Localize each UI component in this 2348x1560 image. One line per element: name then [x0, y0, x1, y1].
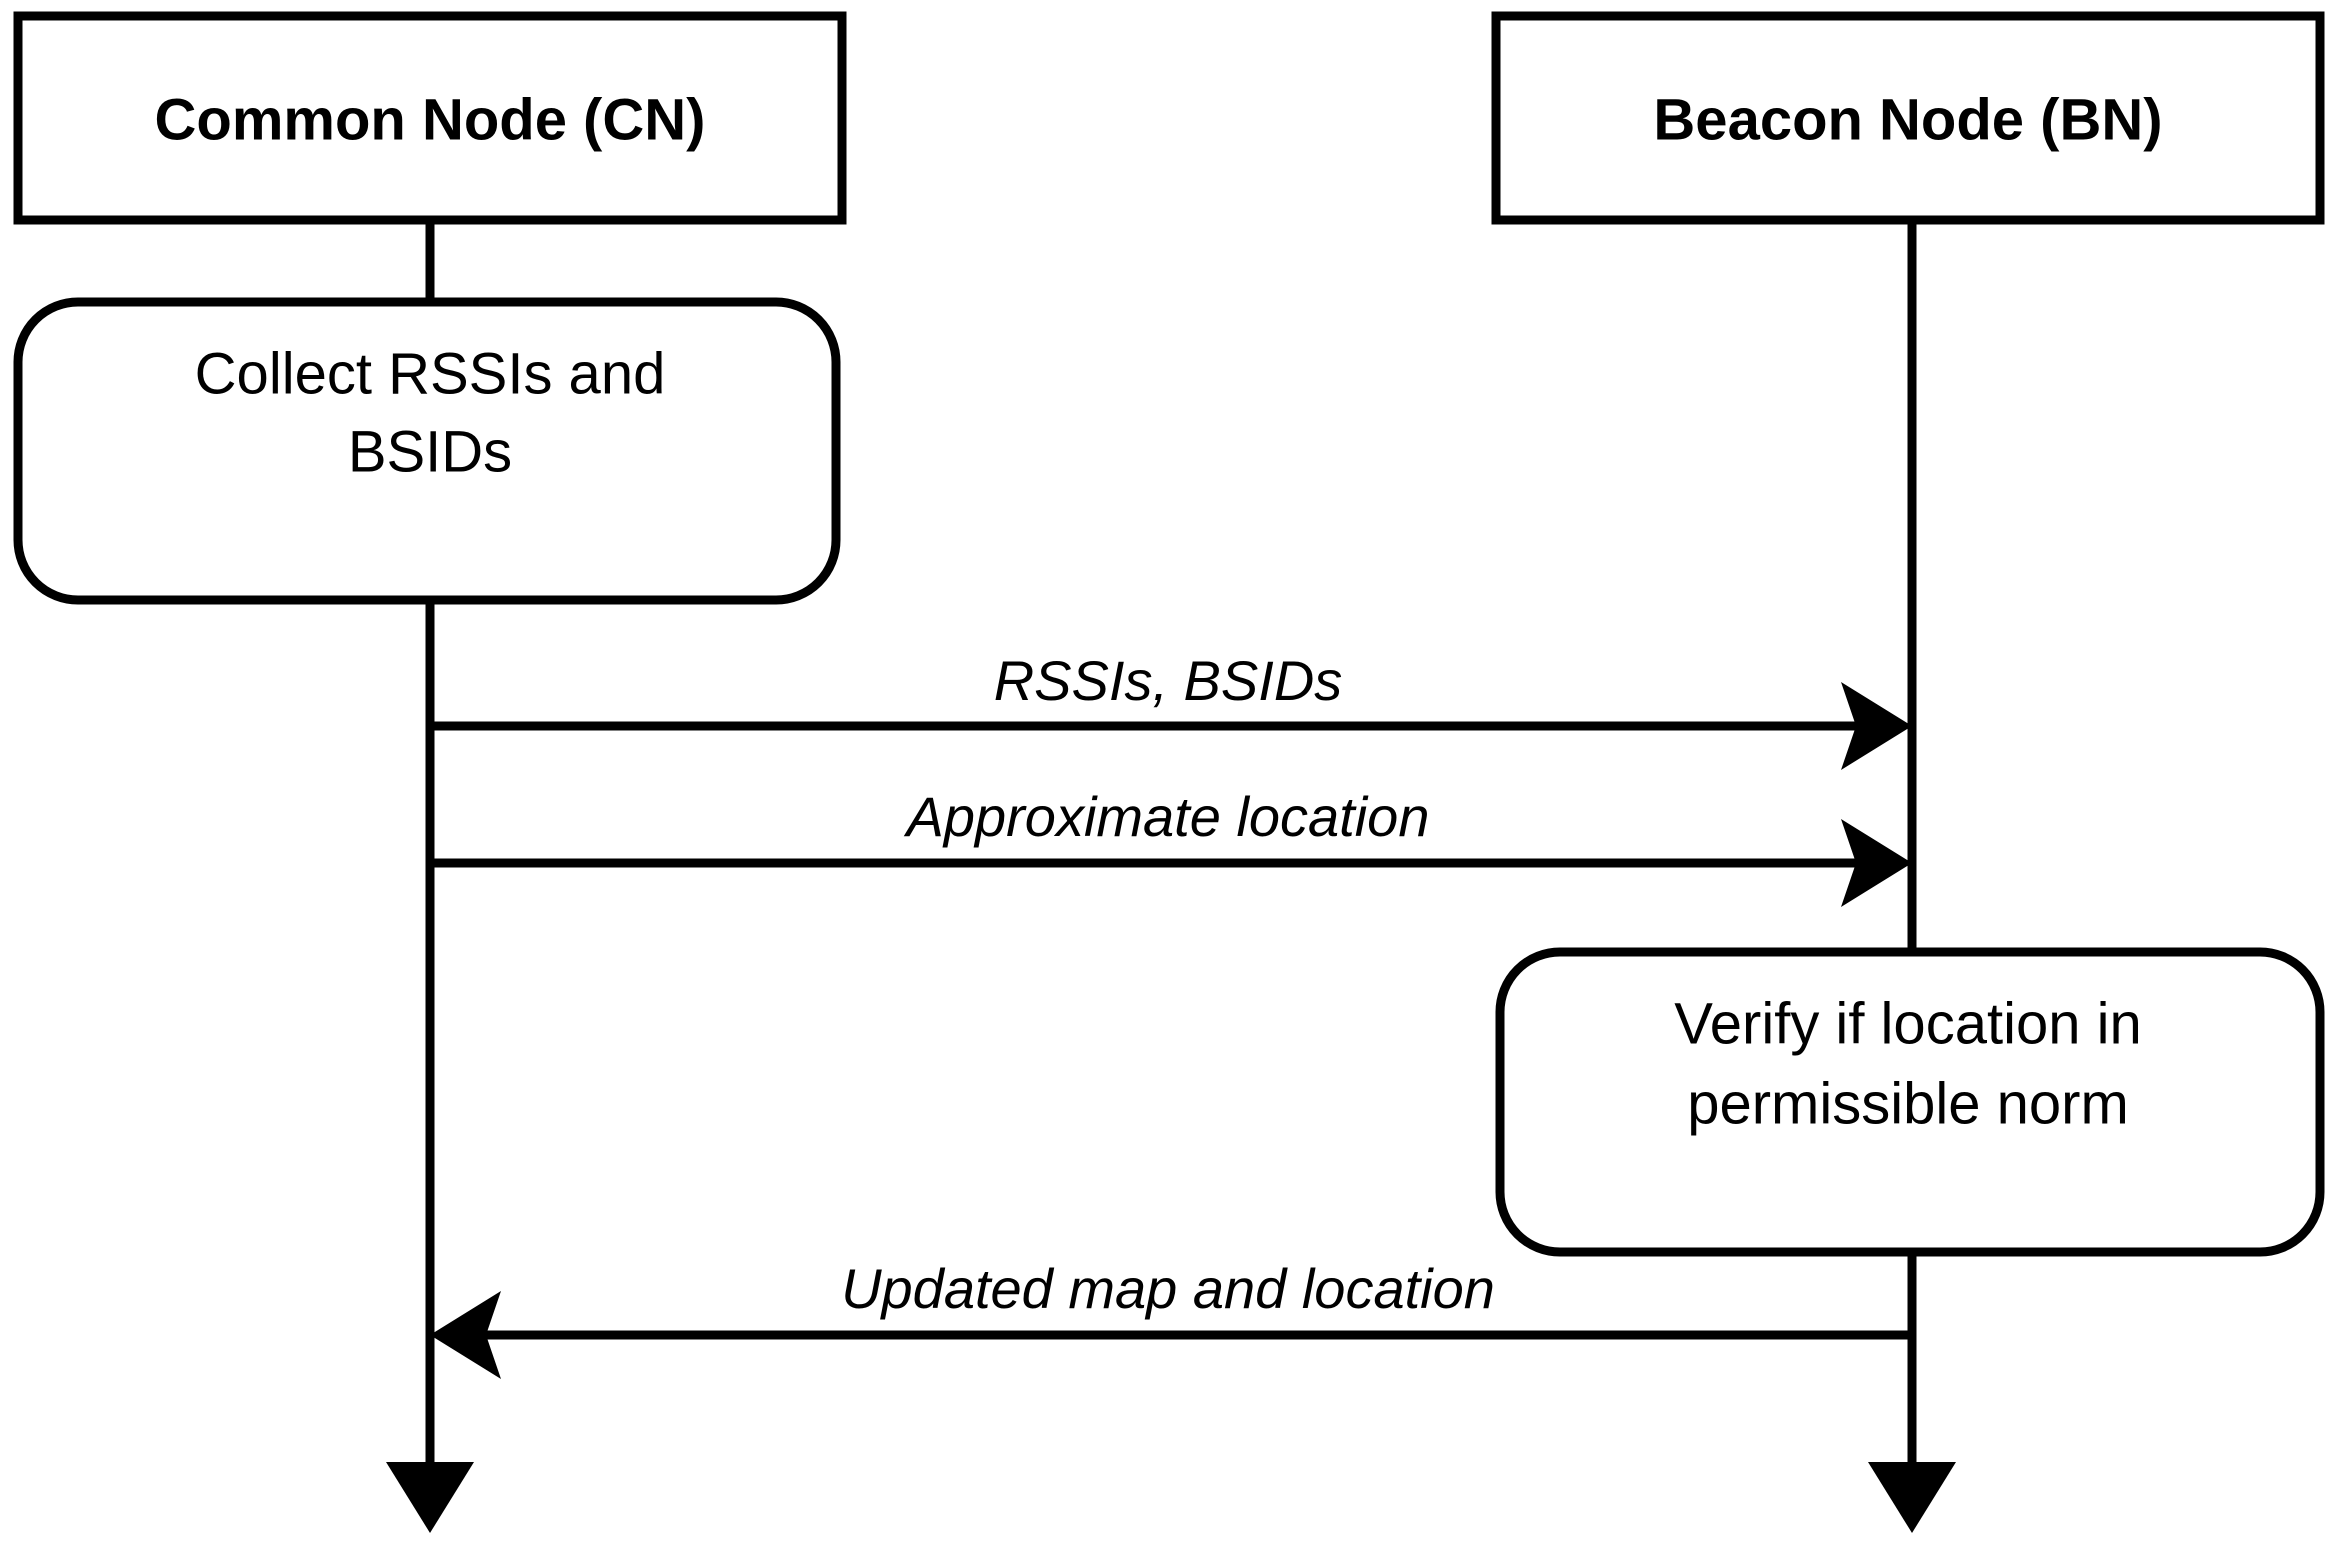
action-rect-collect — [13, 297, 841, 605]
message-updated-map-location[interactable]: Updated map and location — [430, 1257, 1912, 1379]
participant-box-beacon-node[interactable]: Beacon Node (BN) — [1491, 11, 2325, 225]
participant-rect-bn — [1491, 11, 2325, 225]
participant-rect-cn — [13, 11, 847, 225]
participant-label-bn: Beacon Node (BN) — [1653, 87, 2162, 152]
action-rect-verify — [1495, 947, 2325, 1257]
action-label-verify-line1: Verify if location in — [1674, 991, 2141, 1056]
action-label-collect-line2: BSIDs — [348, 419, 512, 484]
action-label-verify-line2: permissible norm — [1687, 1071, 2129, 1136]
participant-box-common-node[interactable]: Common Node (CN) — [13, 11, 847, 225]
message-label-updated-map-location: Updated map and location — [841, 1257, 1495, 1320]
message-arrowhead-approximate-location — [1841, 819, 1912, 907]
lifeline-end-arrow-bn — [1868, 1462, 1956, 1533]
message-label-rssis-bsids: RSSIs, BSIDs — [994, 649, 1343, 712]
message-label-approximate-location: Approximate location — [904, 785, 1430, 848]
message-arrowhead-updated-map-location — [430, 1291, 501, 1379]
message-approximate-location[interactable]: Approximate location — [430, 785, 1912, 907]
action-label-collect-line1: Collect RSSIs and — [195, 341, 666, 406]
lifeline-end-arrow-cn — [386, 1462, 474, 1533]
lifeline-beacon-node — [1868, 222, 1956, 1533]
message-rssis-bsids[interactable]: RSSIs, BSIDs — [430, 649, 1912, 770]
message-arrowhead-rssis-bsids — [1841, 682, 1912, 770]
participant-label-cn: Common Node (CN) — [155, 87, 706, 152]
action-box-collect-rssis[interactable]: Collect RSSIs and BSIDs — [13, 297, 841, 605]
action-box-verify-location[interactable]: Verify if location in permissible norm — [1495, 947, 2325, 1257]
